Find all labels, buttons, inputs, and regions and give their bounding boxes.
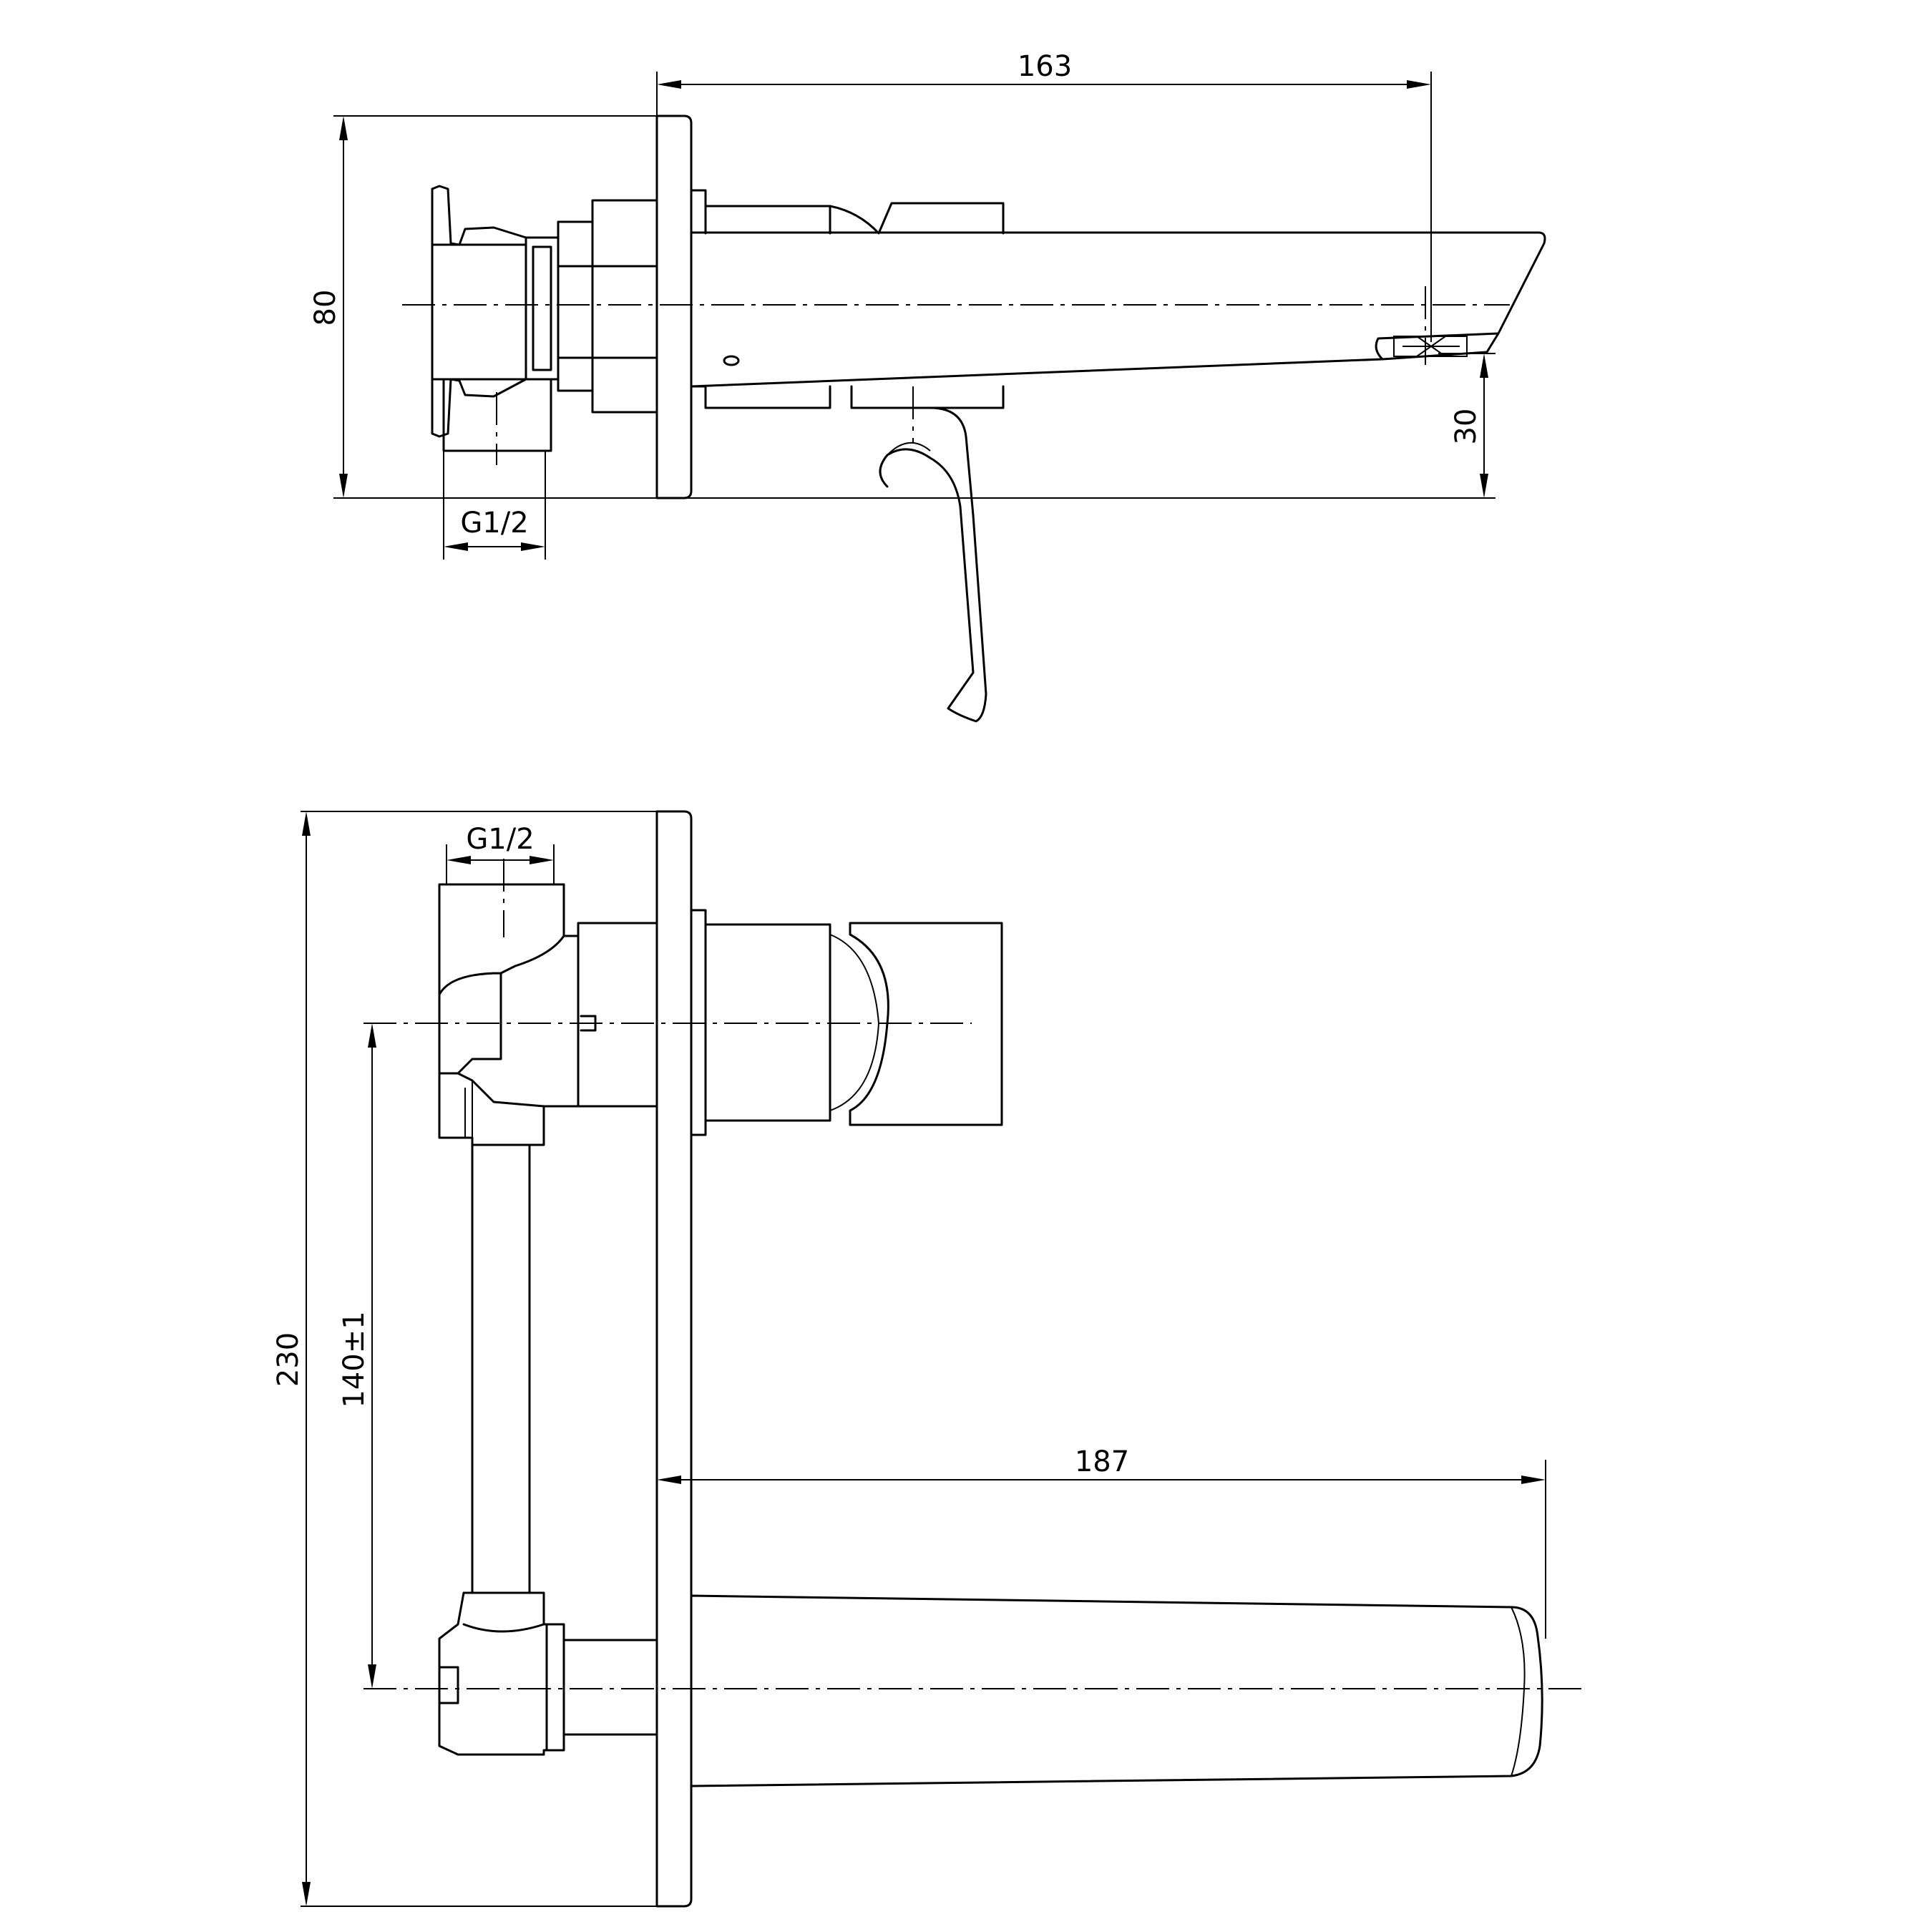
arrow-g12-side-right [530, 856, 554, 864]
aerator-top [1393, 336, 1468, 357]
threaded-ring-top [525, 236, 560, 381]
dimension-label-80: 80 [309, 290, 342, 326]
mixer-flange-top [557, 199, 658, 414]
dimension-label-230: 230 [272, 1332, 305, 1387]
dimension-label-30: 30 [1450, 409, 1483, 445]
arrow-80-bottom [339, 474, 348, 498]
lever-housing-side [690, 909, 831, 1136]
arrow-30-top [1480, 353, 1488, 378]
lever-pivot-top [887, 441, 931, 456]
arrow-140-top [368, 1023, 376, 1048]
lever-handle-side [849, 922, 1003, 1126]
arrow-80-top [339, 116, 348, 140]
mixer-flange-side [577, 922, 658, 1108]
top-view: 163 80 30 G1/2 [309, 50, 1546, 723]
lower-fitting-side [438, 1591, 565, 1756]
spout-side-tip [1511, 1606, 1526, 1777]
arrow-g12-top-left [444, 542, 468, 551]
dimension-label-163: 163 [1018, 50, 1072, 83]
dimension-label-187: 187 [1075, 1445, 1129, 1478]
arrow-g12-top-right [521, 542, 545, 551]
arrow-163-left [657, 80, 681, 89]
wall-plate-side [655, 810, 693, 1908]
cap-top [431, 243, 527, 381]
side-view: G1/2 230 140±1 187 [272, 810, 1584, 1908]
arrow-187-left [657, 1475, 681, 1484]
spout-top [690, 231, 1546, 388]
spout-collar-top [690, 189, 831, 235]
cross-handle-top [431, 185, 527, 438]
arrow-30-bottom [1480, 474, 1488, 498]
arrow-230-top [302, 811, 311, 836]
dimension-label-g12-side: G1/2 [466, 823, 534, 856]
lever-body-top [829, 202, 1005, 235]
mixer-body-side-detail [464, 1080, 473, 1145]
spout-side [690, 1594, 1543, 1787]
spout-screw [723, 355, 740, 366]
arrow-230-bottom [302, 1882, 311, 1906]
arrow-140-bottom [368, 1664, 376, 1689]
wall-plate-top [655, 114, 693, 499]
arrow-g12-side-left [447, 856, 471, 864]
arrow-163-right [1407, 80, 1431, 89]
arrow-187-right [1521, 1475, 1546, 1484]
lower-pipe-side [562, 1639, 658, 1736]
mixer-body-side [438, 883, 580, 1146]
connecting-pipe-side [471, 1143, 531, 1594]
mixer-body-top [557, 265, 658, 359]
dimension-label-g12-top: G1/2 [460, 507, 528, 540]
dimension-label-140: 140±1 [338, 1311, 371, 1407]
lever-handle-top [850, 385, 1005, 723]
lever-collar-top [690, 385, 831, 409]
